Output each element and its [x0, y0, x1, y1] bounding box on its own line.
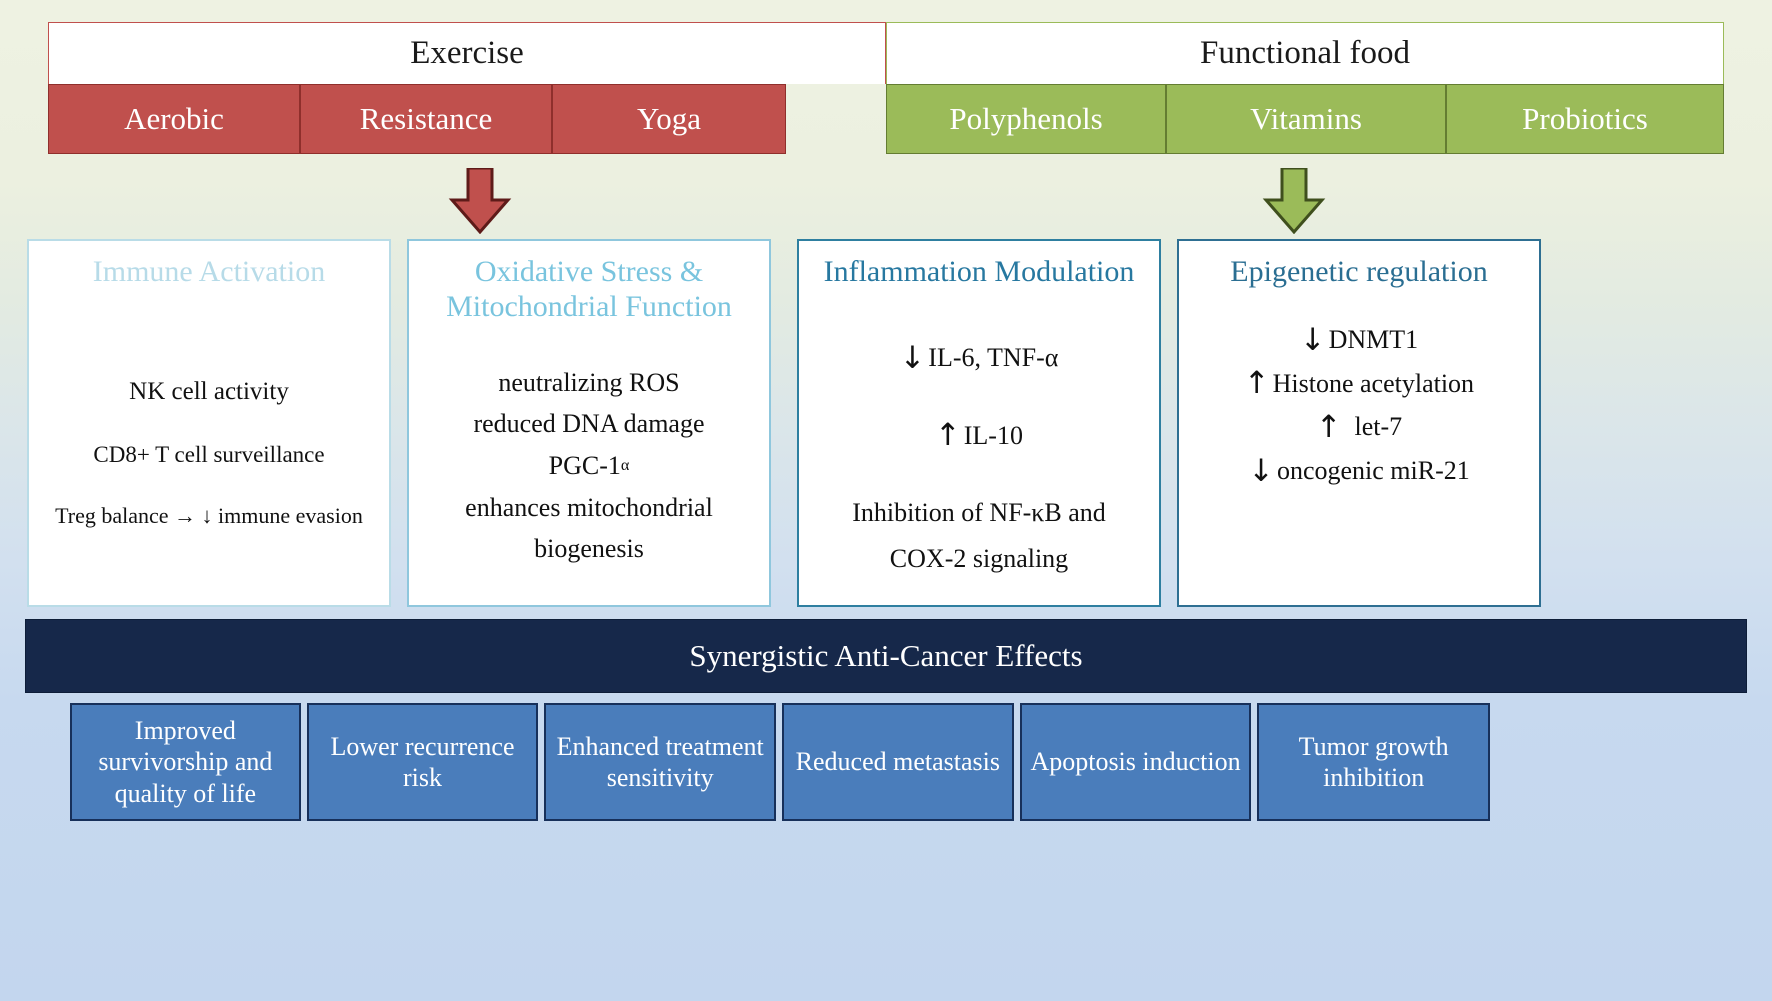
outcome-row: Improved survivorship and quality of lif…: [70, 703, 1491, 821]
mechanism-line: neutralizing ROS: [498, 367, 680, 397]
mechanism-box-inflammation-modulation: Inflammation Modulation ↓ IL-6, TNF-α ↑ …: [797, 239, 1161, 607]
mechanism-body-oxidative-stress: neutralizing ROS reduced DNA damage PGC-…: [409, 335, 769, 605]
mechanism-line: biogenesis: [534, 534, 644, 564]
outcome-box-enhanced-treatment-sensitivity[interactable]: Enhanced treatment sensitivity: [544, 703, 777, 821]
mechanism-line: ↓ IL-6, TNF-α: [900, 342, 1059, 374]
mechanism-line: NK cell activity: [129, 377, 289, 405]
mechanism-box-oxidative-stress: Oxidative Stress & Mitochondrial Functio…: [407, 239, 771, 607]
food-item-probiotics[interactable]: Probiotics: [1446, 84, 1724, 154]
down-arrow-glyph: ↓: [899, 340, 926, 376]
mechanism-body-immune-activation: NK cell activity CD8+ T cell surveillanc…: [29, 300, 389, 605]
mechanism-line-text: IL-10: [963, 420, 1023, 450]
mechanism-box-epigenetic-regulation: Epigenetic regulation ↓ DNMT1 ↑ Histone …: [1177, 239, 1541, 607]
mechanism-line: reduced DNA damage: [473, 409, 705, 439]
exercise-item-yoga[interactable]: Yoga: [552, 84, 786, 154]
mechanism-line: CD8+ T cell surveillance: [93, 442, 325, 468]
up-arrow-glyph: ↑: [1315, 410, 1342, 446]
functional-food-group: Functional food Polyphenols Vitamins Pro…: [886, 22, 1724, 154]
functional-food-subtypes: Polyphenols Vitamins Probiotics: [886, 84, 1724, 154]
exercise-subtypes: Aerobic Resistance Yoga: [48, 84, 886, 154]
mechanism-line-text: DNMT1: [1328, 324, 1419, 354]
outcome-box-apoptosis-induction[interactable]: Apoptosis induction: [1019, 703, 1252, 821]
up-arrow-glyph: ↑: [1243, 366, 1270, 402]
mechanism-line: enhances mitochondrial: [465, 492, 713, 522]
mechanism-line: ↓ DNMT1: [1300, 324, 1418, 356]
mechanism-line: ↑ IL-10: [935, 420, 1023, 452]
outcome-box-lower-recurrence-risk[interactable]: Lower recurrence risk: [306, 703, 539, 821]
exercise-group-title: Exercise: [48, 22, 886, 84]
exercise-item-aerobic[interactable]: Aerobic: [48, 84, 300, 154]
mechanism-line: ↓ oncogenic miR-21: [1248, 455, 1470, 487]
mechanism-title-immune-activation: Immune Activation: [92, 255, 326, 288]
mechanism-box-immune-activation: Immune Activation NK cell activity CD8+ …: [27, 239, 391, 607]
mechanism-line: Treg balance → ↓ immune evasion: [55, 503, 363, 529]
mechanism-line-text: IL-6, TNF-α: [928, 342, 1059, 372]
mechanism-line-text: Histone acetylation: [1272, 368, 1475, 398]
mechanism-body-inflammation-modulation: ↓ IL-6, TNF-α ↑ IL-10 Inhibition of NF-κ…: [799, 300, 1159, 605]
mechanism-line-text: oncogenic miR-21: [1276, 455, 1470, 485]
synergy-banner: Synergistic Anti-Cancer Effects: [25, 619, 1747, 693]
mechanism-body-epigenetic-regulation: ↓ DNMT1 ↑ Histone acetylation ↑ let-7 ↓ …: [1179, 300, 1539, 605]
mechanism-title-oxidative-stress: Oxidative Stress & Mitochondrial Functio…: [446, 255, 732, 323]
up-arrow-glyph: ↑: [935, 418, 961, 454]
down-arrow-glyph: ↓: [1299, 322, 1326, 358]
down-arrow-glyph: ↓: [1248, 453, 1274, 489]
functional-food-group-title: Functional food: [886, 22, 1724, 84]
outcome-box-reduced-metastasis[interactable]: Reduced metastasis: [782, 703, 1014, 821]
mechanism-line: COX-2 signaling: [889, 543, 1069, 573]
outcome-box-improved-survivorship[interactable]: Improved survivorship and quality of lif…: [70, 703, 301, 821]
mechanism-line: ↑ let-7: [1316, 411, 1402, 443]
exercise-item-resistance[interactable]: Resistance: [300, 84, 552, 154]
food-item-vitamins[interactable]: Vitamins: [1166, 84, 1446, 154]
mechanism-title-inflammation-modulation: Inflammation Modulation: [823, 255, 1135, 288]
exercise-group: Exercise Aerobic Resistance Yoga: [48, 22, 886, 154]
mechanism-title-epigenetic-regulation: Epigenetic regulation: [1230, 255, 1488, 288]
mechanism-line-text: let-7: [1354, 412, 1403, 442]
food-item-polyphenols[interactable]: Polyphenols: [886, 84, 1166, 154]
mechanism-line: Inhibition of NF-κB and: [852, 498, 1106, 528]
outcome-box-tumor-growth-inhibition[interactable]: Tumor growth inhibition: [1257, 703, 1491, 821]
mechanism-line: ↑ Histone acetylation: [1244, 368, 1474, 400]
